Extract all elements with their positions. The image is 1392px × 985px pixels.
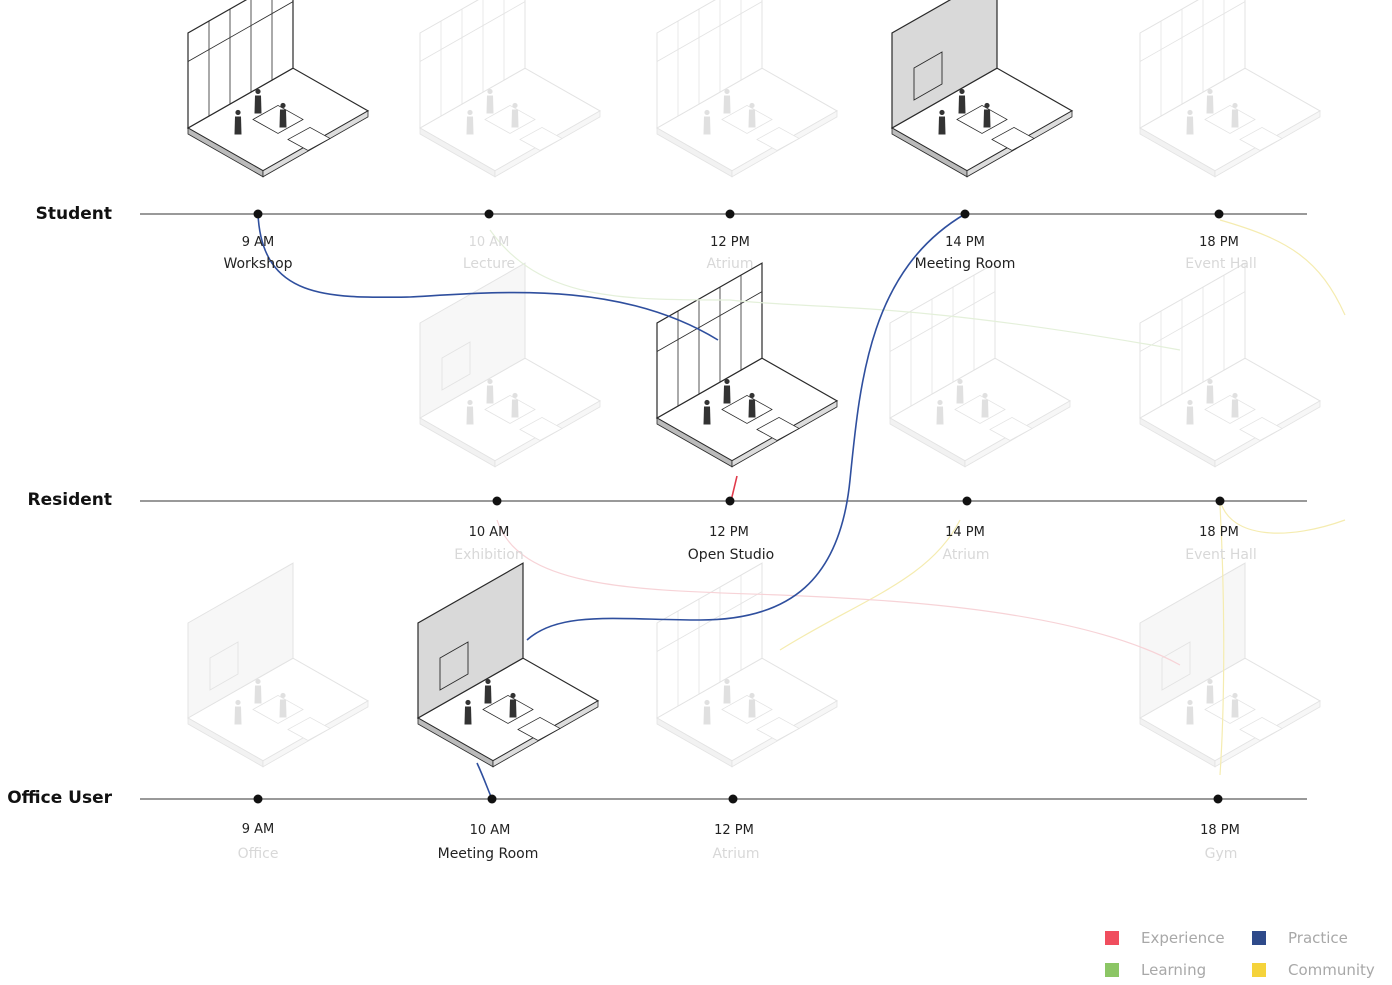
faint-path-community-3 bbox=[779, 519, 961, 651]
timeline-node-dot[interactable] bbox=[253, 209, 263, 219]
room-resident-atrium bbox=[888, 262, 1072, 468]
node-time: 12 PM bbox=[710, 235, 750, 250]
node-time: 10 AM bbox=[468, 525, 510, 540]
row-label-student: Student bbox=[35, 204, 112, 224]
timeline-node-dot[interactable] bbox=[725, 496, 735, 506]
node-time: 18 PM bbox=[1200, 823, 1240, 838]
legend-swatch bbox=[1105, 963, 1119, 977]
room-office-atrium bbox=[655, 562, 839, 768]
timeline-node-dot[interactable] bbox=[492, 496, 502, 506]
node-place: Exhibition bbox=[454, 547, 524, 563]
node-place: Atrium bbox=[706, 256, 754, 272]
faint-path-experience-1 bbox=[496, 519, 1181, 666]
room-student-lecture bbox=[418, 0, 602, 178]
node-place: Meeting Room bbox=[437, 846, 539, 862]
legend-swatch bbox=[1252, 931, 1266, 945]
legend-label: Practice bbox=[1288, 929, 1348, 947]
node-place: Open Studio bbox=[687, 547, 775, 563]
timeline-node-dot[interactable] bbox=[962, 496, 972, 506]
node-place: Meeting Room bbox=[914, 256, 1016, 272]
timeline-node-dot[interactable] bbox=[728, 794, 738, 804]
timeline-node-dot[interactable] bbox=[484, 209, 494, 219]
faint-path-community-2 bbox=[1219, 499, 1346, 534]
legend-item-learning: Learning bbox=[1105, 961, 1255, 979]
timeline-node-dot[interactable] bbox=[1213, 794, 1223, 804]
node-time: 14 PM bbox=[945, 235, 985, 250]
room-student-event-hall bbox=[1138, 0, 1322, 178]
node-place: Workshop bbox=[223, 256, 293, 272]
room-office-gym bbox=[1138, 562, 1322, 768]
room-student-atrium bbox=[655, 0, 839, 178]
legend-item-practice: Practice bbox=[1252, 929, 1392, 947]
legend-item-experience: Experience bbox=[1105, 929, 1255, 947]
node-time: 10 AM bbox=[468, 235, 510, 250]
path-room-to-office-node bbox=[476, 762, 493, 800]
node-time: 18 PM bbox=[1199, 525, 1239, 540]
legend-label: Experience bbox=[1141, 929, 1225, 947]
path-meeting-room-to-meeting-room bbox=[526, 213, 966, 641]
room-student-workshop bbox=[186, 0, 370, 178]
row-label-resident: Resident bbox=[27, 490, 113, 510]
room-resident-exhibition bbox=[418, 262, 602, 468]
room-resident-open-studio bbox=[655, 262, 839, 468]
room-office-office bbox=[186, 562, 370, 768]
legend-label: Community bbox=[1288, 961, 1375, 979]
node-time: 9 AM bbox=[241, 235, 275, 250]
node-time: 18 PM bbox=[1199, 235, 1239, 250]
node-place: Atrium bbox=[712, 846, 760, 862]
room-office-meeting-room bbox=[416, 562, 600, 768]
room-student-meeting-room bbox=[890, 0, 1074, 178]
legend-swatch bbox=[1252, 963, 1266, 977]
node-time: 12 PM bbox=[709, 525, 749, 540]
node-time: 12 PM bbox=[714, 823, 754, 838]
node-place: Event Hall bbox=[1185, 256, 1257, 272]
faint-path-community-1 bbox=[1219, 219, 1346, 316]
node-time: 10 AM bbox=[469, 823, 511, 838]
timeline-node-dot[interactable] bbox=[1215, 496, 1225, 506]
legend-item-community: Community bbox=[1252, 961, 1392, 979]
room-resident-event-hall bbox=[1138, 262, 1322, 468]
timeline-node-dot[interactable] bbox=[1214, 209, 1224, 219]
row-label-office-user: Office User bbox=[7, 788, 112, 808]
timeline-node-dot[interactable] bbox=[487, 794, 497, 804]
node-time: 14 PM bbox=[945, 525, 985, 540]
node-place: Office bbox=[237, 846, 279, 862]
path-workshop-to-open-studio bbox=[257, 213, 719, 341]
legend-swatch bbox=[1105, 931, 1119, 945]
faint-path-learning-1 bbox=[489, 229, 1181, 351]
timeline-node-dot[interactable] bbox=[725, 209, 735, 219]
timeline-node-dot[interactable] bbox=[253, 794, 263, 804]
legend-label: Learning bbox=[1141, 961, 1207, 979]
node-place: Gym bbox=[1204, 846, 1238, 862]
node-place: Atrium bbox=[942, 547, 990, 563]
node-time: 9 AM bbox=[241, 822, 275, 837]
faint-path-community-4 bbox=[1219, 504, 1225, 776]
node-place: Lecture bbox=[462, 256, 516, 272]
timeline-node-dot[interactable] bbox=[960, 209, 970, 219]
node-place: Event Hall bbox=[1185, 547, 1257, 563]
path-open-studio-to-node bbox=[730, 475, 738, 502]
